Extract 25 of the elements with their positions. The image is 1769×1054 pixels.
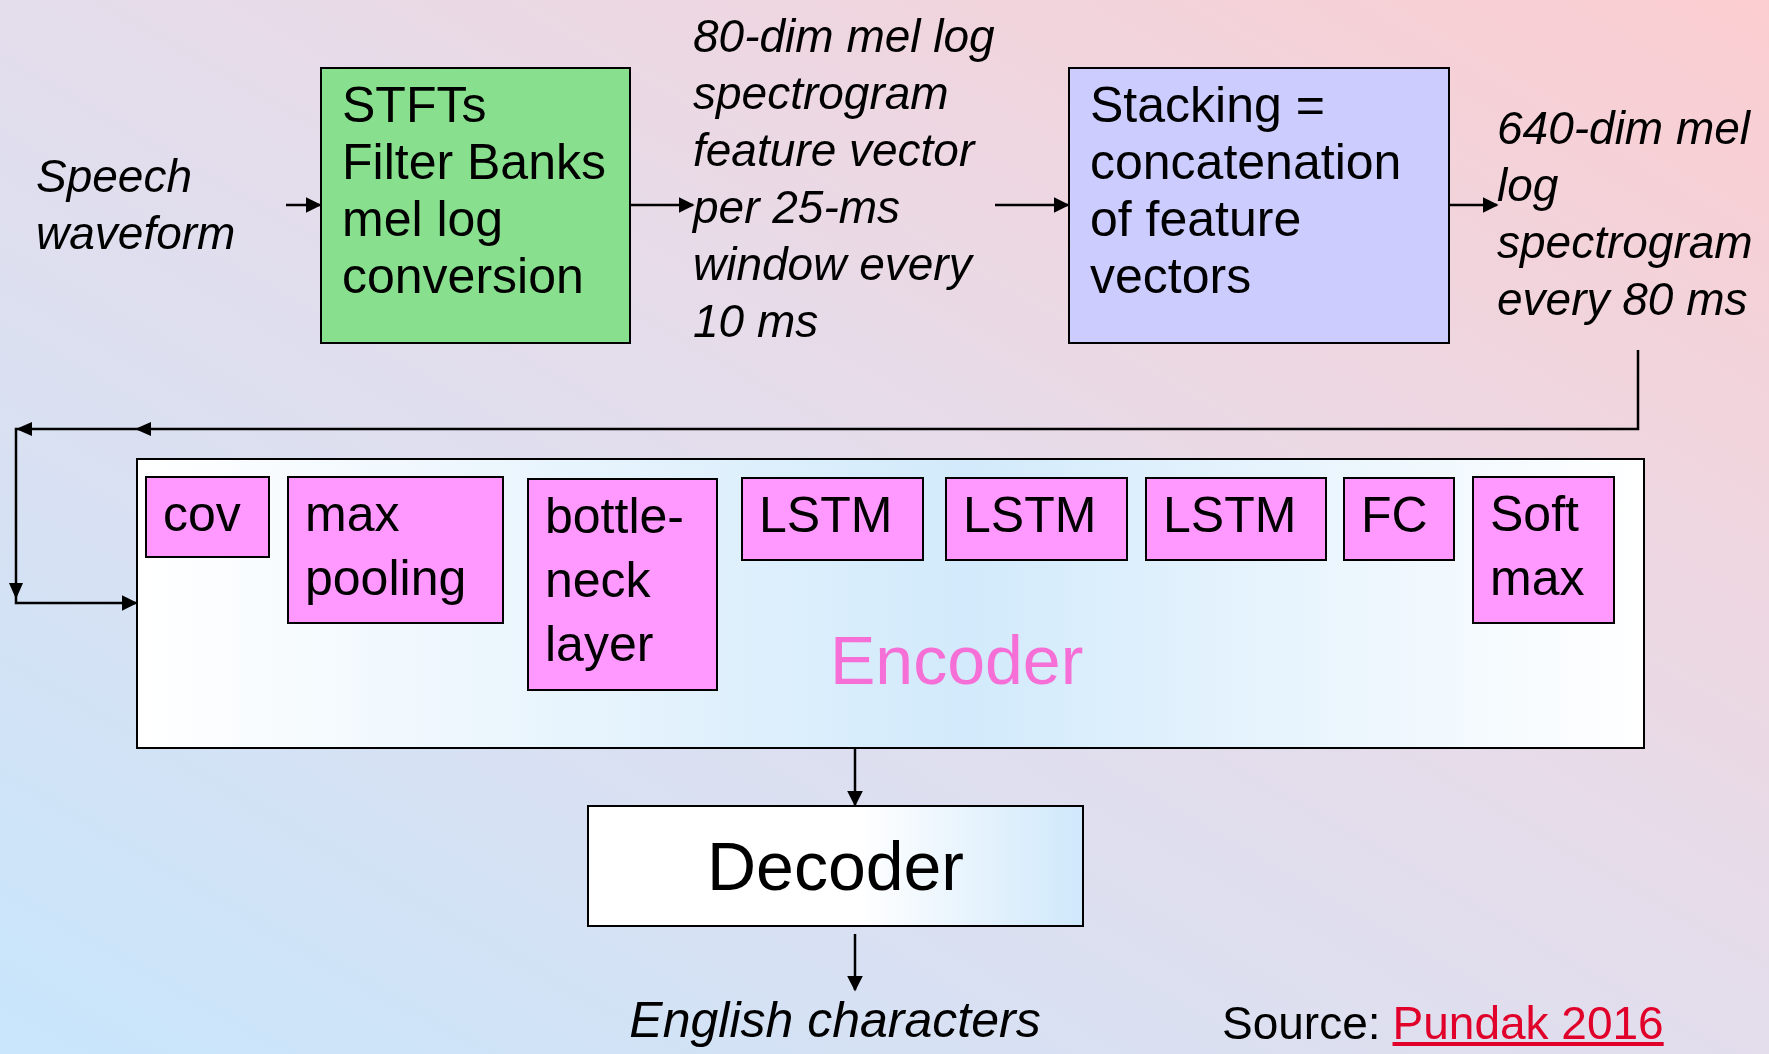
citation-link: Pundak 2016 [1392,996,1664,1051]
encoder-panel [136,458,1645,749]
decoder-box: Decoder [587,805,1084,927]
arrow [995,197,1070,213]
flow-text: 640-dim mel log spectrogram every 80 ms [1497,100,1767,336]
arrow [847,934,863,992]
layer-box: LSTM [741,477,924,561]
layer-box: FC [1343,477,1455,561]
layer-box: LSTM [1145,477,1327,561]
arrow [1450,197,1499,213]
flow-text: Speech waveform [36,148,286,278]
encoder-label: Encoder [830,621,1084,700]
source-label: Source: [1222,996,1381,1051]
process-box: STFTs Filter Banks mel log conversion [320,67,631,344]
layer-box: bottle-neck layer [527,478,718,691]
flow-text: 80-dim mel log spectrogram feature vector per 25-ms window every 10 ms [693,8,995,408]
layer-box: LSTM [945,477,1128,561]
arrow [286,197,322,213]
arrow [847,749,863,807]
layer-box: cov [145,476,270,558]
layer-box: max pooling [287,476,504,624]
arrow [631,197,695,213]
layer-box: Soft max [1472,476,1615,624]
process-box: Stacking = concatenation of feature vectors [1068,67,1450,344]
output-text: English characters [600,990,1070,1052]
